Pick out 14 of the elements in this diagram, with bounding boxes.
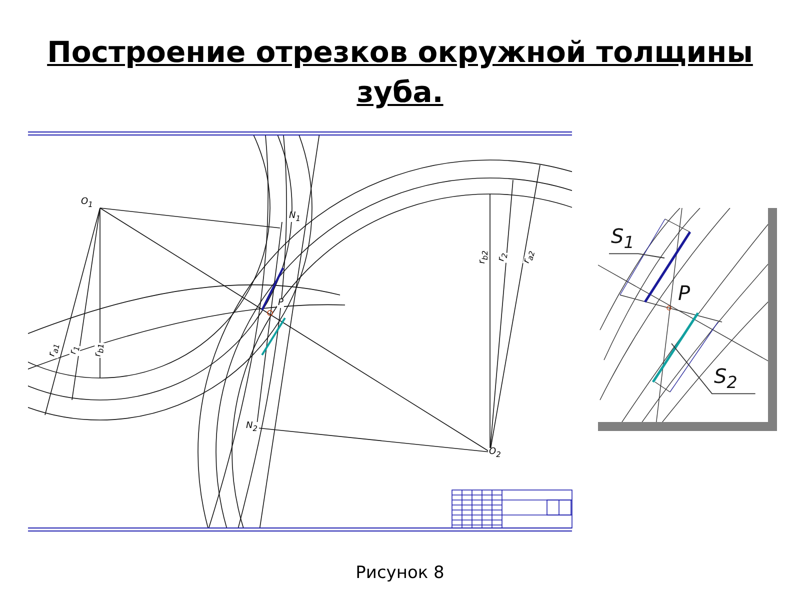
title: Построение отрезков окружной толщины зуба. bbox=[46, 34, 754, 111]
point-label: O$_{2}$ bbox=[488, 448, 502, 458]
point-label: N$_{2}$ bbox=[245, 422, 259, 432]
point-label: P bbox=[678, 283, 690, 303]
point-label: O$_{1}$ bbox=[80, 198, 94, 208]
dimension-label: S$_{2}$ bbox=[714, 366, 738, 392]
point-label: N$_{1}$ bbox=[288, 212, 302, 222]
caption: Рисунок 8 bbox=[354, 563, 446, 583]
tooth-thickness-segment bbox=[644, 231, 692, 303]
leader-line bbox=[608, 253, 665, 258]
point-label: P bbox=[277, 299, 284, 308]
tooth-thickness-segment bbox=[652, 312, 700, 383]
dimension-label: S$_{1}$ bbox=[611, 226, 634, 252]
leader-line bbox=[671, 343, 756, 394]
